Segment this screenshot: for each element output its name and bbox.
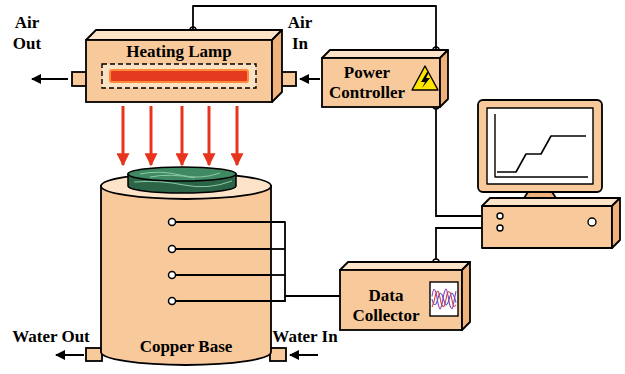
thermocouple-point: [169, 272, 176, 279]
box-side: [440, 50, 448, 107]
thermocouple-wire: [175, 300, 272, 302]
thermocouple-point: [169, 219, 176, 226]
flow-label: Water Out: [4, 326, 98, 347]
cylinder-top: [101, 173, 271, 199]
wire-connector: [272, 222, 340, 296]
heat-rays: [123, 106, 237, 165]
flow-arrow: [56, 354, 84, 356]
flow-label: Air In: [282, 12, 318, 54]
flow-arrow: [32, 78, 68, 80]
flow-arrow: [290, 354, 318, 356]
heat-arrow: [181, 106, 184, 165]
copper-cylinder: Copper Base: [100, 166, 272, 366]
sample-marbling: [134, 181, 232, 187]
water-out-pipe: [86, 348, 102, 361]
node-label: Copper Base: [100, 337, 272, 357]
device-box: Heating Lamp: [86, 30, 282, 102]
cylinder-body: [101, 186, 271, 365]
node-label: Power Controller: [324, 63, 410, 103]
warning-triangle: [412, 66, 438, 90]
flow-label: Air Out: [4, 12, 50, 54]
sample-marbling: [150, 175, 195, 178]
flow-arrow: [300, 78, 320, 80]
thermocouple-wire: [175, 274, 272, 276]
node-outline: [86, 30, 282, 102]
thermocouple-wire: [175, 221, 272, 223]
sample-marbling: [140, 172, 220, 177]
node-label: Data Collector: [342, 286, 430, 326]
box-top: [86, 30, 282, 40]
water-in-pipe: [270, 348, 286, 361]
box-top: [322, 50, 448, 58]
thermocouple-point: [169, 246, 176, 253]
lamp-housing: [102, 64, 256, 88]
node-outline: [100, 166, 272, 366]
thermocouple-point: [169, 298, 176, 305]
waveform-trace: [432, 289, 456, 309]
computer-icon: [478, 100, 620, 248]
box-front: [340, 270, 462, 330]
sample-top: [128, 167, 236, 181]
thermocouple-wire: [175, 248, 272, 250]
flow-label: Water In: [272, 326, 338, 347]
box-top: [340, 262, 470, 270]
device-box: Power Controller: [322, 50, 448, 107]
lamp-bar: [110, 70, 248, 82]
lightning-bolt: [421, 72, 430, 88]
box-front: [322, 58, 440, 107]
box-front: [86, 40, 272, 102]
node-label: Heating Lamp: [86, 42, 272, 62]
box-side: [462, 262, 470, 330]
waveform-screen: [430, 282, 458, 316]
device-box: Data Collector: [340, 262, 470, 330]
box-side: [272, 30, 282, 102]
